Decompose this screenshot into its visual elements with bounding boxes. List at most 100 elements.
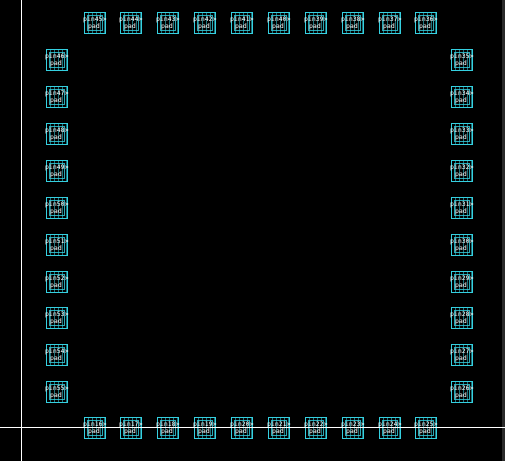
pad-type-label: pad xyxy=(272,427,284,435)
pad-type-label: pad xyxy=(455,354,467,362)
io-pad-left-8[interactable]: pin53>pad xyxy=(45,307,68,329)
pad-type-label: pad xyxy=(198,427,210,435)
pad-pin-label: pin28> xyxy=(450,310,474,318)
pad-type-label: pad xyxy=(88,427,100,435)
io-pad-left-2[interactable]: pin47>pad xyxy=(45,86,68,108)
io-pad-top-9[interactable]: pin37>pad xyxy=(378,12,401,34)
io-pad-left-5[interactable]: pin50>pad xyxy=(45,197,68,219)
pad-type-label: pad xyxy=(235,22,247,30)
io-pad-bottom-3[interactable]: pin18>pad xyxy=(156,417,179,439)
io-pad-left-6[interactable]: pin51>pad xyxy=(45,234,68,256)
pad-type-label: pad xyxy=(309,427,321,435)
pad-pin-label: pin51> xyxy=(45,237,69,245)
pad-pin-label: pin32> xyxy=(450,163,474,171)
pad-type-label: pad xyxy=(50,96,62,104)
io-pad-top-7[interactable]: pin39>pad xyxy=(304,12,327,34)
pad-pin-label: pin43> xyxy=(156,15,180,23)
io-pad-left-7[interactable]: pin52>pad xyxy=(45,271,68,293)
canvas-scrollbar-edge xyxy=(502,0,505,461)
pad-type-label: pad xyxy=(346,22,358,30)
io-pad-bottom-1[interactable]: pin16>pad xyxy=(83,417,106,439)
io-pad-right-2[interactable]: pin34>pad xyxy=(450,86,473,108)
pad-type-label: pad xyxy=(124,22,136,30)
pad-type-label: pad xyxy=(383,22,395,30)
pad-type-label: pad xyxy=(50,354,62,362)
pad-type-label: pad xyxy=(419,427,431,435)
io-pad-left-9[interactable]: pin54>pad xyxy=(45,344,68,366)
pad-type-label: pad xyxy=(455,133,467,141)
pad-pin-label: pin27> xyxy=(450,347,474,355)
io-pad-right-6[interactable]: pin30>pad xyxy=(450,234,473,256)
pad-type-label: pad xyxy=(124,427,136,435)
cursor-crosshair-horizontal xyxy=(0,427,505,428)
pad-type-label: pad xyxy=(455,317,467,325)
io-pad-bottom-9[interactable]: pin24>pad xyxy=(378,417,401,439)
io-pad-bottom-5[interactable]: pin20>pad xyxy=(230,417,253,439)
pad-pin-label: pin50> xyxy=(45,200,69,208)
pad-pin-label: pin40> xyxy=(267,15,291,23)
pad-type-label: pad xyxy=(50,391,62,399)
io-pad-right-7[interactable]: pin29>pad xyxy=(450,271,473,293)
io-pad-right-5[interactable]: pin31>pad xyxy=(450,197,473,219)
pad-type-label: pad xyxy=(455,59,467,67)
pad-pin-label: pin36> xyxy=(414,15,438,23)
io-pad-right-1[interactable]: pin35>pad xyxy=(450,49,473,71)
pad-type-label: pad xyxy=(50,244,62,252)
pad-type-label: pad xyxy=(50,281,62,289)
pad-type-label: pad xyxy=(50,133,62,141)
io-pad-top-5[interactable]: pin41>pad xyxy=(230,12,253,34)
io-pad-top-2[interactable]: pin44>pad xyxy=(119,12,142,34)
io-pad-bottom-4[interactable]: pin19>pad xyxy=(193,417,216,439)
pad-type-label: pad xyxy=(272,22,284,30)
pad-type-label: pad xyxy=(455,170,467,178)
pad-pin-label: pin31> xyxy=(450,200,474,208)
io-pad-top-6[interactable]: pin40>pad xyxy=(267,12,290,34)
pad-pin-label: pin55> xyxy=(45,384,69,392)
io-pad-top-1[interactable]: pin45>pad xyxy=(83,12,106,34)
io-pad-right-4[interactable]: pin32>pad xyxy=(450,160,473,182)
pad-pin-label: pin46> xyxy=(45,52,69,60)
io-pad-top-10[interactable]: pin36>pad xyxy=(414,12,437,34)
io-pad-right-8[interactable]: pin28>pad xyxy=(450,307,473,329)
pad-type-label: pad xyxy=(455,207,467,215)
io-pad-bottom-7[interactable]: pin22>pad xyxy=(304,417,327,439)
pad-pin-label: pin52> xyxy=(45,274,69,282)
io-pad-right-10[interactable]: pin26>pad xyxy=(450,381,473,403)
io-pad-bottom-8[interactable]: pin23>pad xyxy=(341,417,364,439)
io-pad-left-4[interactable]: pin49>pad xyxy=(45,160,68,182)
pad-type-label: pad xyxy=(88,22,100,30)
io-pad-top-3[interactable]: pin43>pad xyxy=(156,12,179,34)
pad-type-label: pad xyxy=(50,170,62,178)
pad-type-label: pad xyxy=(50,207,62,215)
pad-pin-label: pin35> xyxy=(450,52,474,60)
io-pad-left-1[interactable]: pin46>pad xyxy=(45,49,68,71)
pad-type-label: pad xyxy=(455,244,467,252)
io-pad-top-4[interactable]: pin42>pad xyxy=(193,12,216,34)
pad-type-label: pad xyxy=(50,317,62,325)
pad-pin-label: pin42> xyxy=(193,15,217,23)
pad-pin-label: pin37> xyxy=(378,15,402,23)
io-pad-right-3[interactable]: pin33>pad xyxy=(450,123,473,145)
pad-pin-label: pin26> xyxy=(450,384,474,392)
io-pad-left-3[interactable]: pin48>pad xyxy=(45,123,68,145)
io-pad-bottom-6[interactable]: pin21>pad xyxy=(267,417,290,439)
pad-pin-label: pin54> xyxy=(45,347,69,355)
pad-pin-label: pin38> xyxy=(341,15,365,23)
io-pad-bottom-10[interactable]: pin25>pad xyxy=(414,417,437,439)
cursor-crosshair-vertical xyxy=(21,0,22,461)
io-pad-top-8[interactable]: pin38>pad xyxy=(341,12,364,34)
pad-type-label: pad xyxy=(161,22,173,30)
pad-pin-label: pin33> xyxy=(450,126,474,134)
io-pad-right-9[interactable]: pin27>pad xyxy=(450,344,473,366)
pad-type-label: pad xyxy=(455,281,467,289)
pad-type-label: pad xyxy=(455,96,467,104)
pad-type-label: pad xyxy=(346,427,358,435)
pad-pin-label: pin45> xyxy=(83,15,107,23)
io-pad-bottom-2[interactable]: pin17>pad xyxy=(119,417,142,439)
pad-type-label: pad xyxy=(50,59,62,67)
io-pad-left-10[interactable]: pin55>pad xyxy=(45,381,68,403)
pad-pin-label: pin44> xyxy=(119,15,143,23)
pad-pin-label: pin48> xyxy=(45,126,69,134)
pad-pin-label: pin49> xyxy=(45,163,69,171)
